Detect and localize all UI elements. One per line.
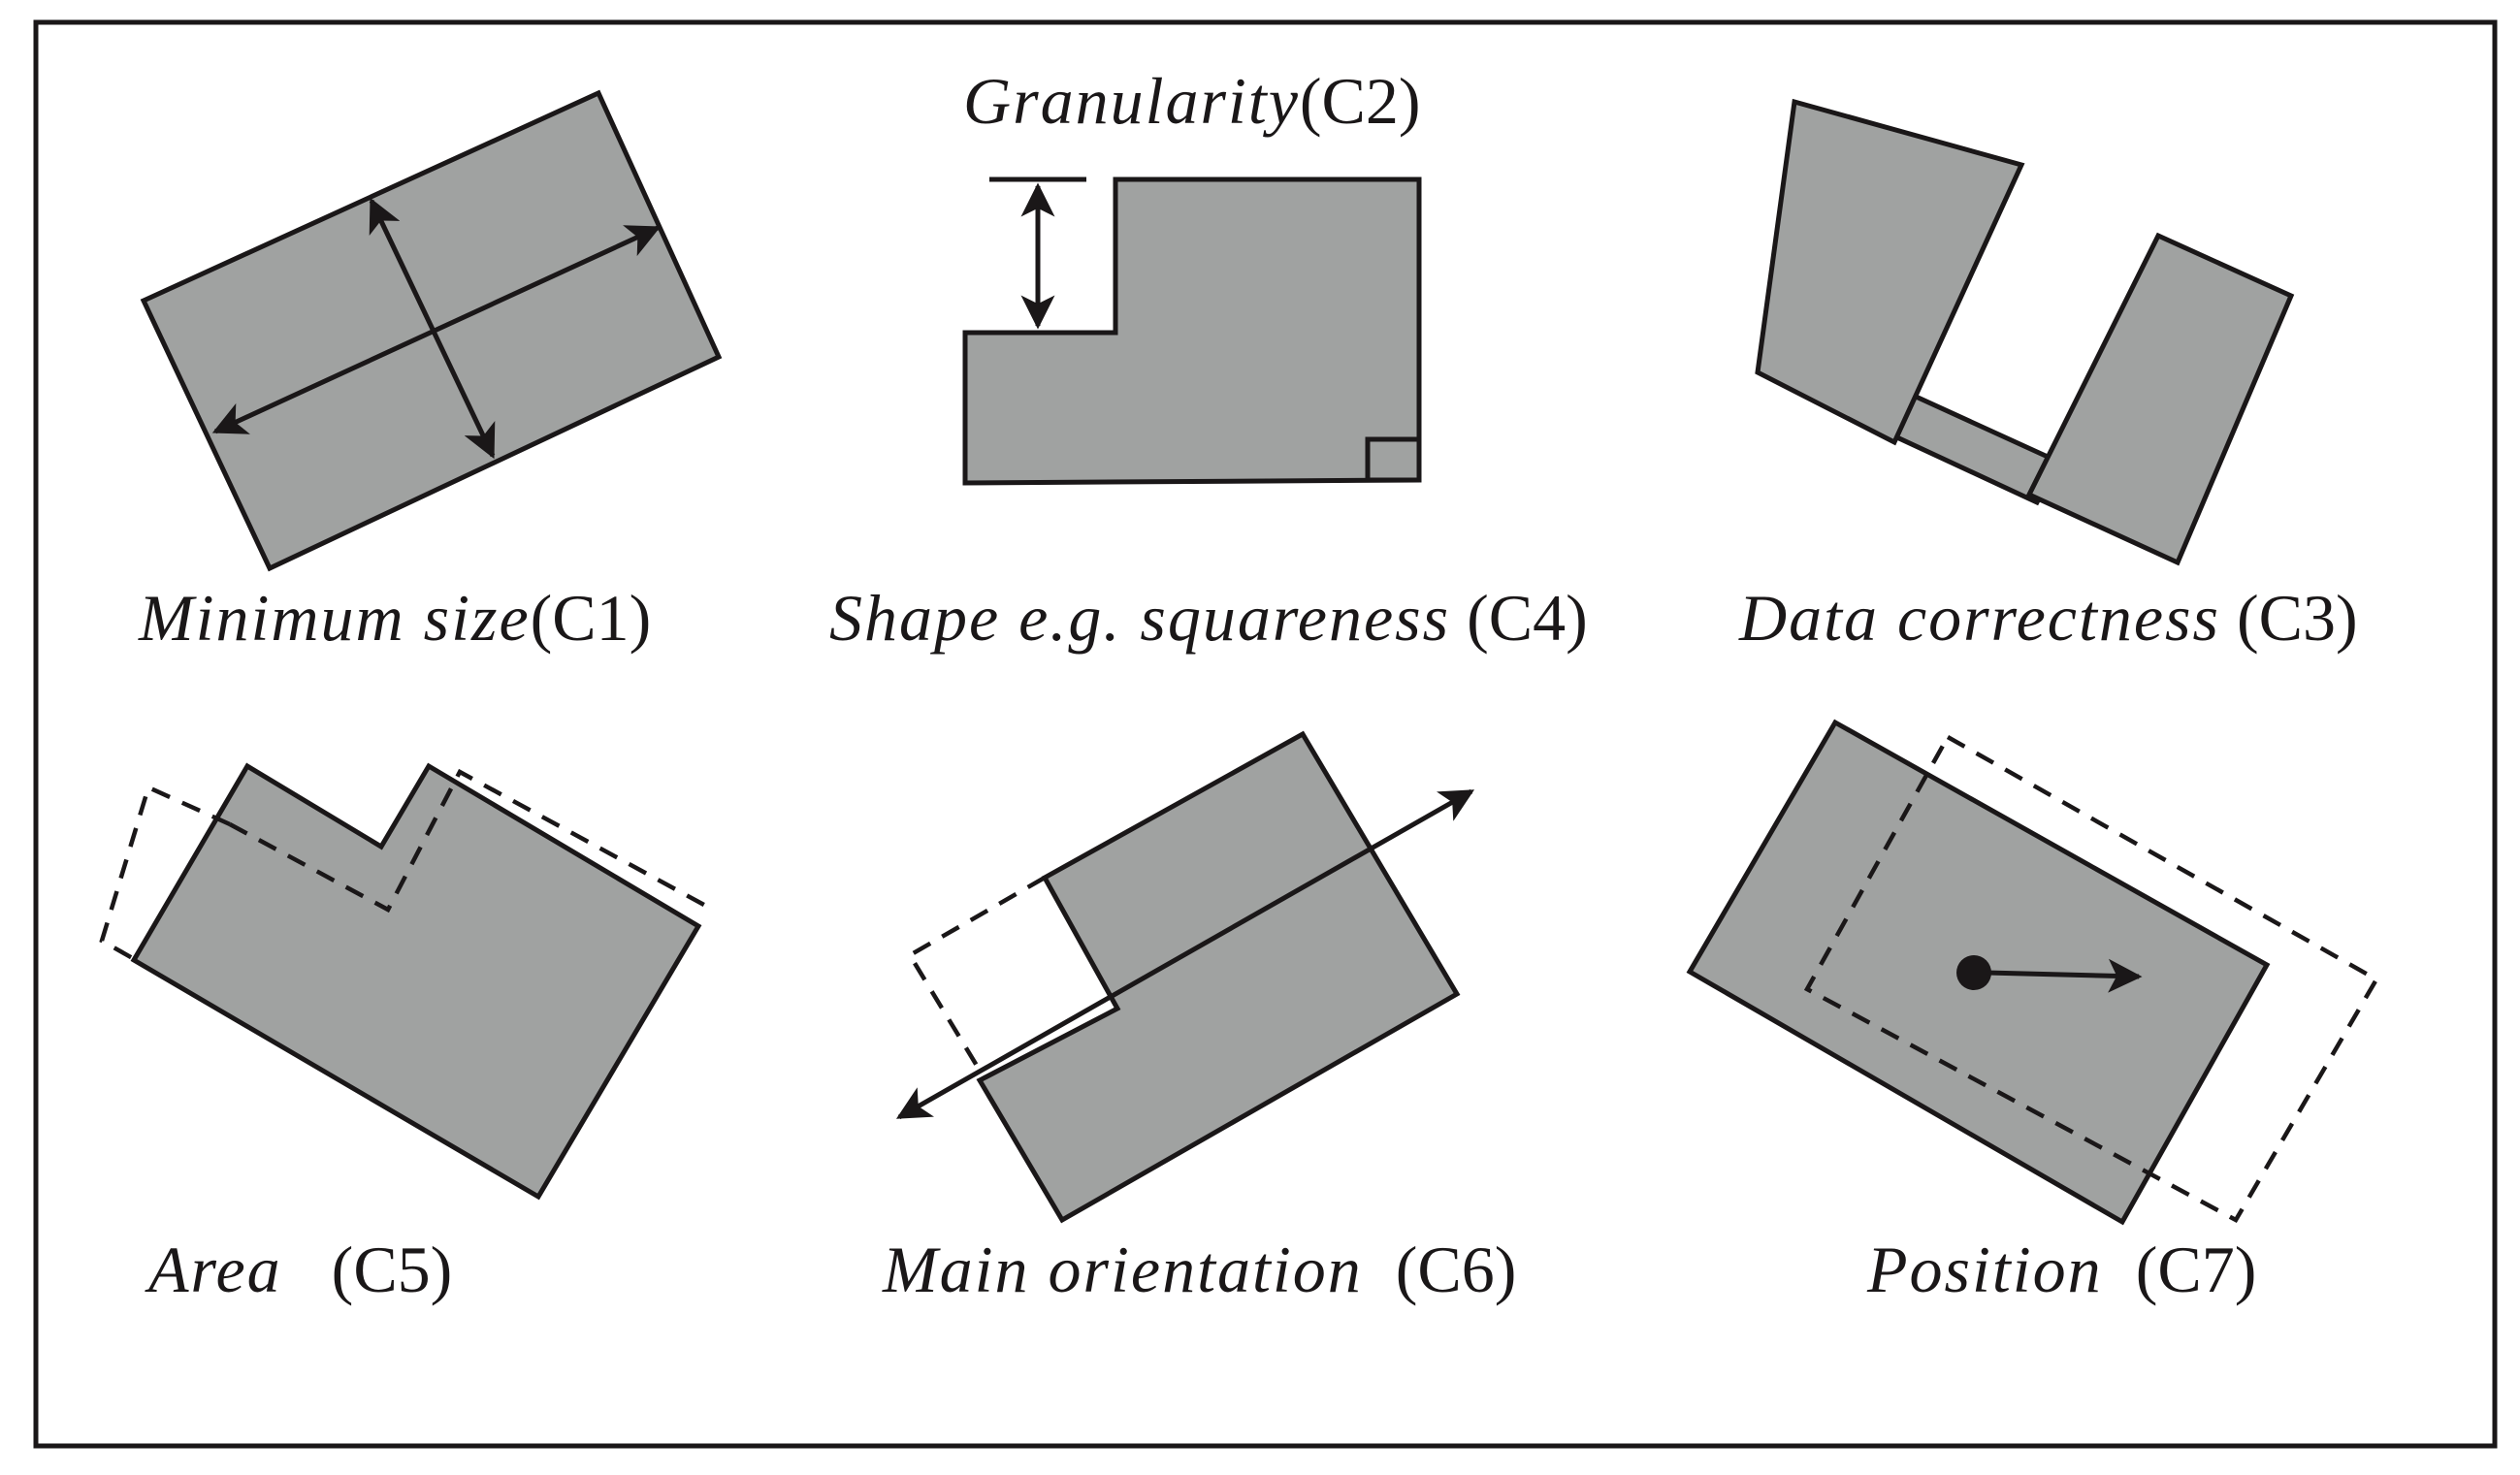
caption-minimum-size: Minimum size(C1) [138,581,651,655]
position-dashed-outline [1803,733,2380,1224]
caption-area: Area (C5) [145,1233,452,1306]
panel-position [1686,719,2380,1226]
displacement-arrow [1986,958,2143,993]
panel-data-correctness [1755,98,2295,566]
left-rectangle [1755,98,2025,446]
panel-main-orientation [895,730,1475,1224]
short-axis-arrow [369,197,496,460]
area-dashed-outline-left [99,784,231,962]
caption-granularity: Granularity(C2) [963,64,1421,138]
stepped-polygon [962,176,1422,486]
panel-granularity-shape [962,176,1422,486]
centroid-dot [1956,955,1991,990]
orientation-polygon [976,730,1461,1224]
area-dashed-outline [228,768,715,914]
caption-main-orientation: Main orientation (C6) [882,1233,1516,1306]
orientation-arrow [895,788,1475,1120]
outer-frame [33,19,2498,1449]
right-angle-marker [1365,436,1422,483]
area-polygon [130,762,702,1201]
caption-data-correctness: Data correctness (C3) [1738,581,2358,655]
caption-shape: Shape e.g. squareness (C4) [829,581,1588,655]
panel-minimum-size [140,89,723,572]
caption-position: Position (C7) [1866,1233,2256,1306]
panel-area [99,762,715,1201]
right-rectangle [2025,232,2295,566]
